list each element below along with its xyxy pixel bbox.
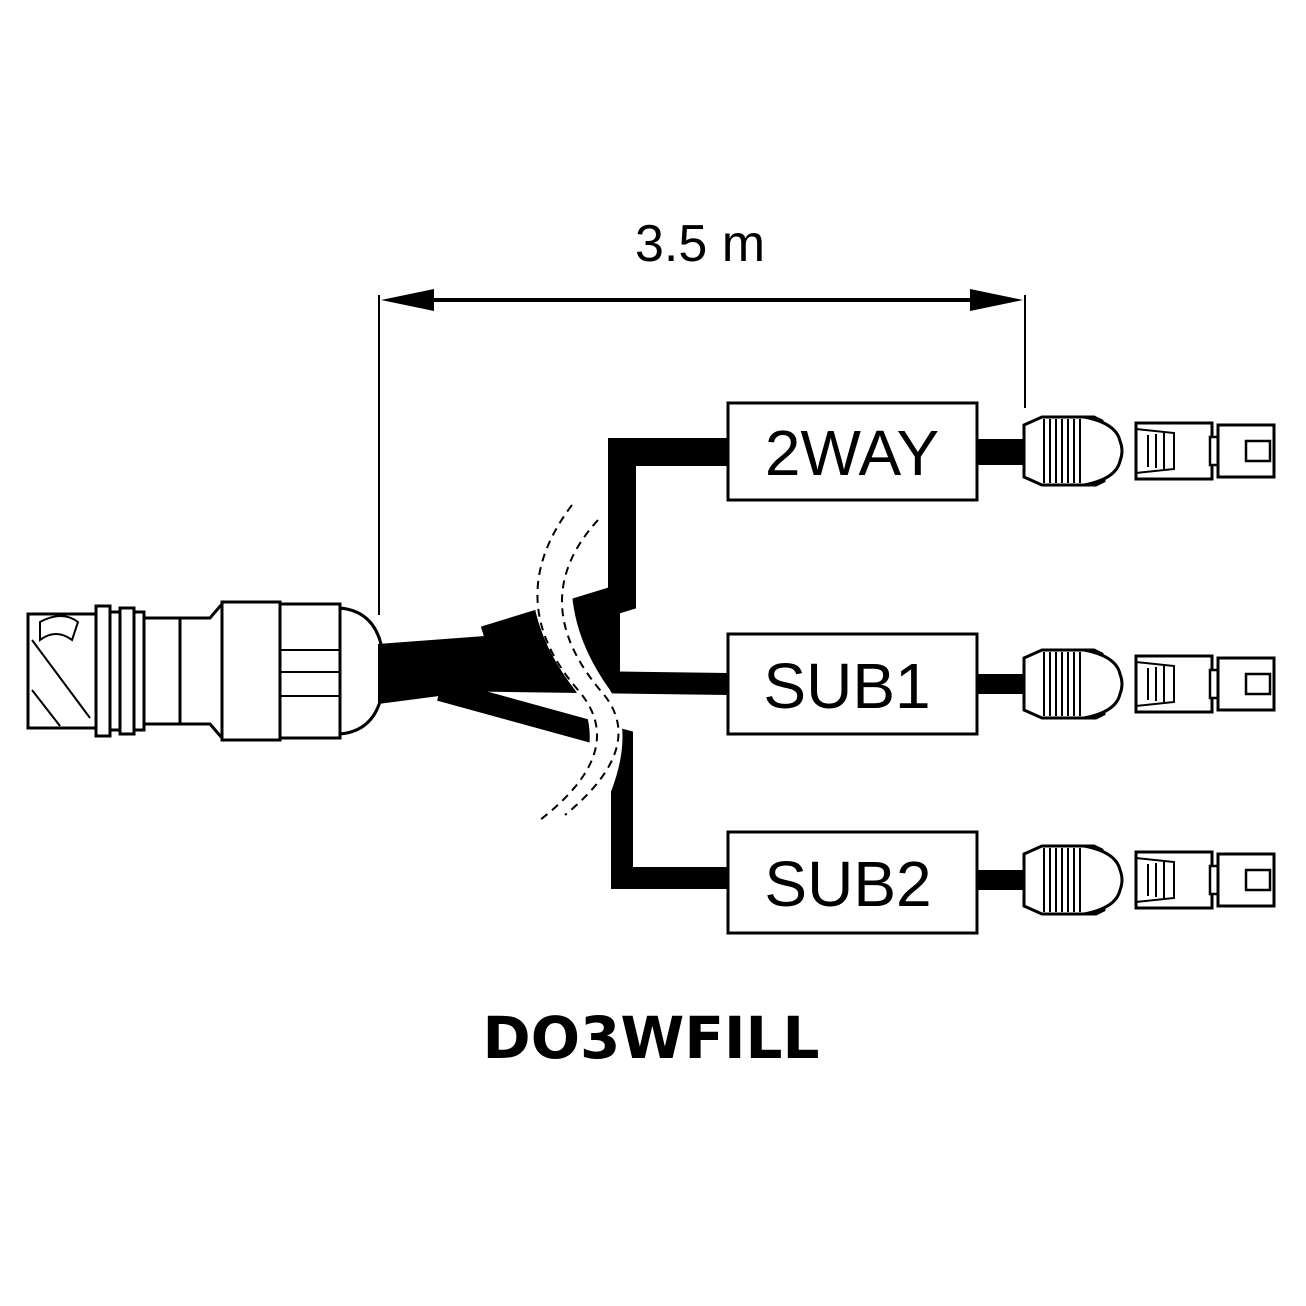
rj45-plug-icon <box>1022 844 1276 916</box>
model-name: DO3WFILL <box>483 1004 820 1072</box>
rj45-plug-icon <box>1022 415 1276 487</box>
plug-cables <box>977 439 1026 890</box>
dimension-arrow-icon <box>378 289 1026 615</box>
output-sub1: SUB1 <box>726 632 979 736</box>
cable-break-icon <box>531 504 623 821</box>
multipin-connector-icon <box>26 599 386 743</box>
rj45-plug-icon <box>1022 648 1276 720</box>
output-sub2: SUB2 <box>726 830 979 935</box>
output-label-sub2: SUB2 <box>764 848 931 920</box>
output-2way: 2WAY <box>726 401 979 502</box>
dimension-label: 3.5 m <box>635 215 765 273</box>
output-label-2way: 2WAY <box>765 417 939 489</box>
output-label-sub1: SUB1 <box>763 650 930 722</box>
